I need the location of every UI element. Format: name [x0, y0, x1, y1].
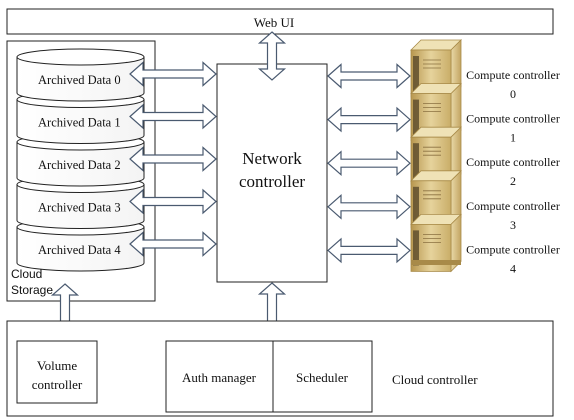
compute-controller-name: Compute controller: [466, 155, 560, 169]
web-ui-bar: [6, 8, 554, 35]
disk-label: Archived Data 1: [38, 116, 121, 130]
network-controller-box: [216, 63, 328, 283]
disk-label: Archived Data 3: [38, 201, 121, 215]
compute-controller-label: Compute controller 0: [466, 68, 560, 101]
server-panel: [413, 56, 419, 91]
server-panel: [413, 186, 419, 222]
volume-controller-label-line2: controller: [32, 377, 83, 392]
storage-network-arrow: [129, 231, 217, 257]
compute-controller-index: 1: [510, 131, 516, 145]
volume-controller-box: [16, 340, 98, 404]
compute-controller-label: Compute controller 4: [466, 242, 560, 275]
auth-manager-label: Auth manager: [182, 370, 257, 385]
network-controller-label-line2: controller: [239, 172, 305, 191]
compute-controller-name: Compute controller: [466, 112, 560, 126]
cloud-storage-label-line1: Cloud: [11, 267, 42, 281]
server-panel: [413, 99, 419, 135]
storage-network-arrow: [129, 188, 217, 215]
compute-controller-label: Compute controller 3: [466, 199, 560, 232]
cloud-controller-label: Cloud controller: [392, 372, 478, 387]
archived-data-disk: Archived Data 0: [16, 48, 145, 102]
network-controller-label-line1: Network: [242, 149, 302, 168]
compute-servers: [410, 39, 462, 273]
scheduler-label: Scheduler: [296, 370, 349, 385]
network-compute-arrow: [327, 193, 411, 220]
volume-controller-label-line1: Volume: [37, 358, 77, 373]
compute-controller-name: Compute controller: [466, 242, 560, 256]
web-ui-label: Web UI: [254, 15, 294, 30]
disk-body: [16, 141, 145, 187]
webui-network-arrow: [257, 31, 287, 81]
disk-body: [16, 184, 145, 229]
compute-controller-name: Compute controller: [466, 68, 560, 82]
storage-network-arrow: [129, 146, 217, 172]
disk-body: [16, 226, 145, 272]
storage-network-arrow: [129, 61, 217, 87]
compute-controller-name: Compute controller: [466, 199, 560, 213]
server-base: [411, 260, 461, 265]
compute-controller-index: 0: [510, 87, 516, 101]
disk-body: [16, 56, 145, 102]
cloud-storage-label-line2: Storage: [11, 283, 53, 297]
archived-data-disk: Archived Data 1: [16, 91, 145, 144]
compute-controller-index: 4: [510, 261, 516, 275]
compute-controller-index: 2: [510, 174, 516, 188]
auth-scheduler-box: [165, 340, 373, 413]
compute-controller-index: 3: [510, 218, 516, 232]
disk-label: Archived Data 4: [38, 243, 121, 257]
archived-data-disks: Archived Data 4 Archived Data 3 Archived D…: [16, 48, 145, 272]
server-panel: [413, 143, 419, 179]
storage-network-arrow: [129, 103, 217, 130]
network-compute-arrow: [327, 106, 411, 133]
compute-controller-label: Compute controller 2: [466, 155, 560, 188]
network-compute-arrow: [327, 237, 411, 264]
server-panel: [413, 230, 419, 266]
disk-top: [16, 48, 145, 66]
disk-label: Archived Data 0: [38, 73, 121, 87]
network-compute-arrow: [327, 150, 411, 177]
compute-controller-label: Compute controller 1: [466, 112, 560, 145]
disk-label: Archived Data 2: [38, 158, 121, 172]
network-compute-arrow: [327, 63, 411, 89]
disk-body: [16, 99, 145, 144]
